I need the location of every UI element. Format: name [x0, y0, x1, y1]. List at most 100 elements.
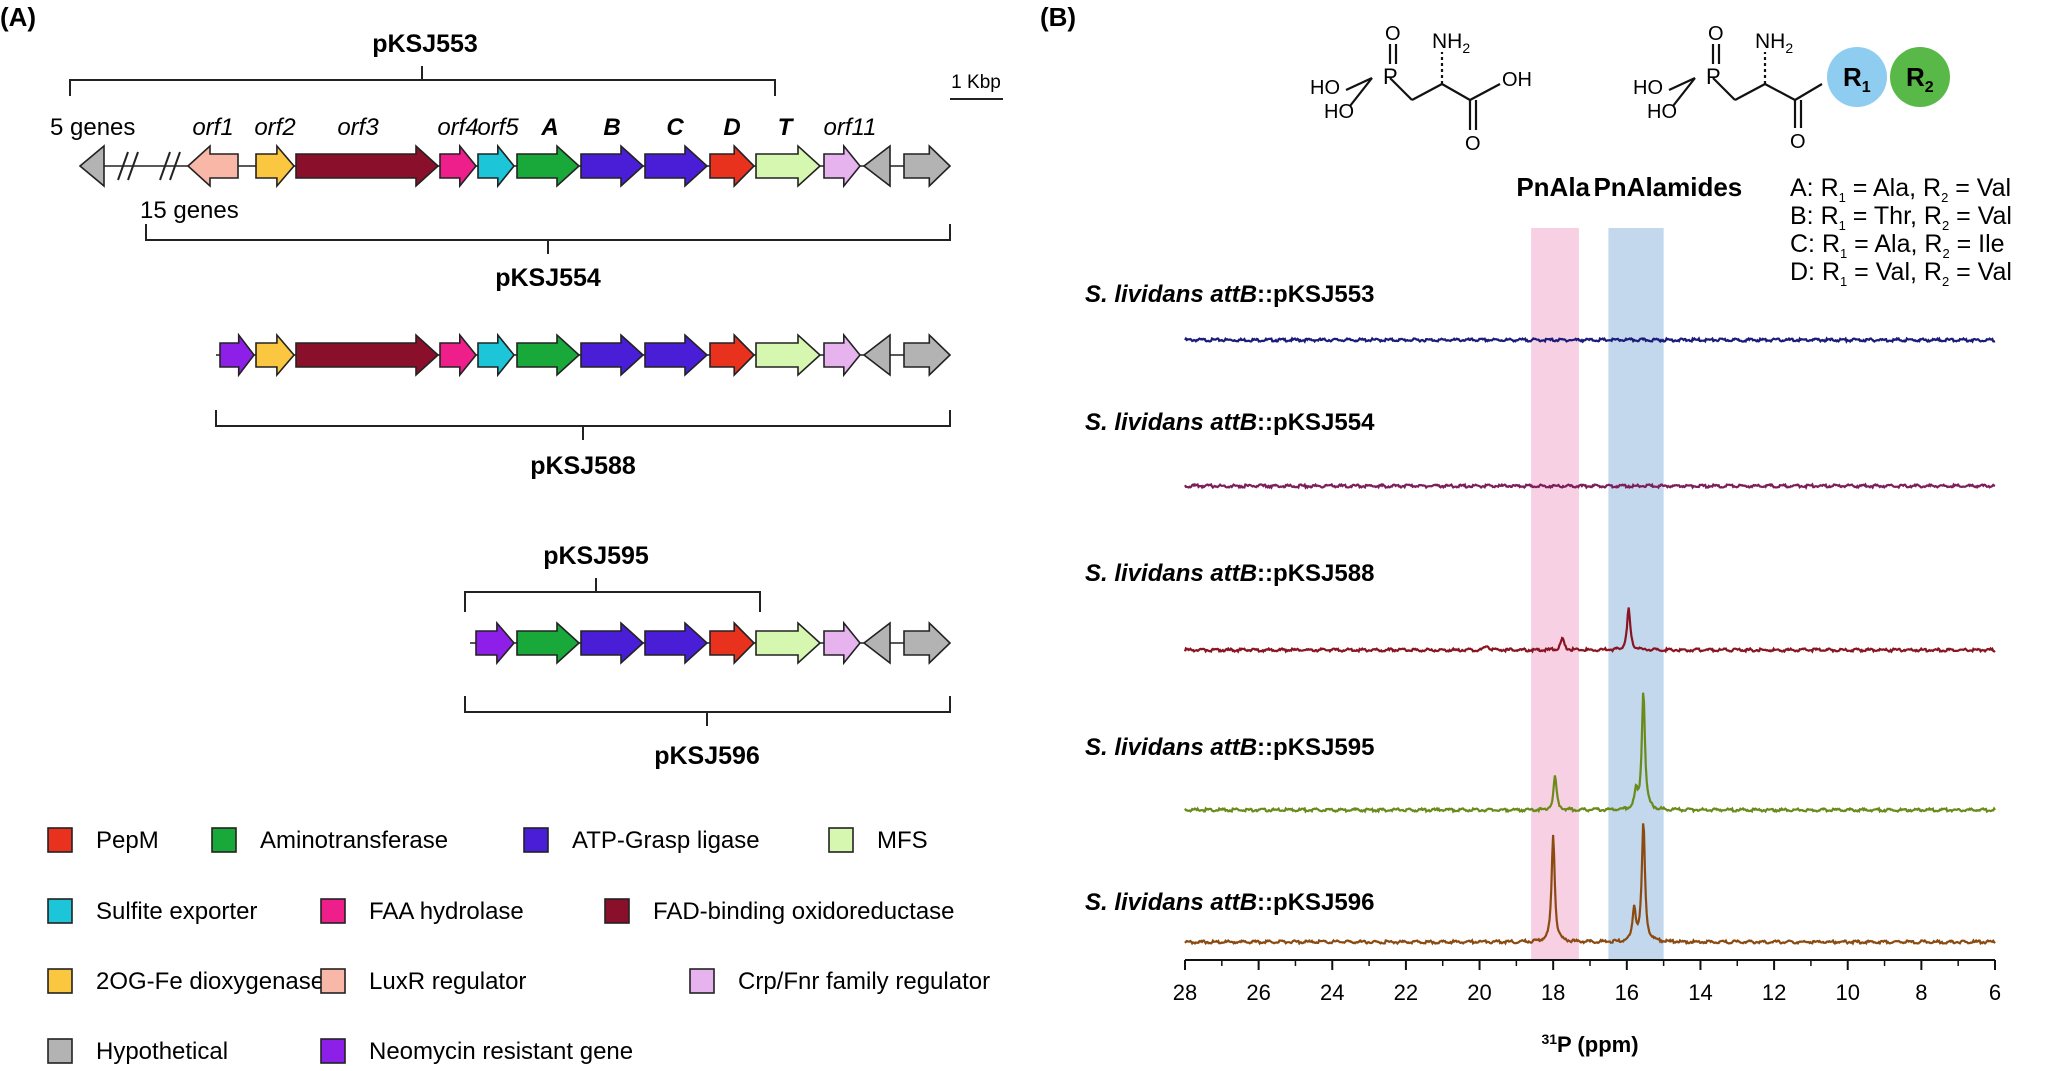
- legend-swatch-og: [47, 968, 73, 994]
- spectrum-label-pKSJ554: S. lividans attB::pKSJ554: [1085, 409, 1375, 436]
- bracket-pksj595: [464, 578, 761, 612]
- pnala-o: O: [1385, 23, 1401, 45]
- break-mark: [159, 151, 171, 181]
- pnalamide-ho2: HO: [1647, 101, 1677, 123]
- hypothetical-gene: [862, 144, 891, 188]
- gene-b: [580, 144, 645, 188]
- gene-neo: [475, 620, 516, 666]
- legend-swatch-crp: [689, 968, 715, 994]
- legend-label-neo: Neomycin resistant gene: [369, 1038, 633, 1065]
- r-definition: C: R1 = Ala, R2 = Ile: [1790, 230, 2005, 261]
- legend-label-mfs: MFS: [877, 827, 928, 854]
- legend-label-luxr: LuxR regulator: [369, 968, 526, 995]
- gene-faa: [439, 332, 478, 378]
- structure-pnala: [1345, 44, 1501, 130]
- gene-atp: [580, 333, 645, 377]
- hypothetical-gene-right: [903, 621, 952, 665]
- x-tick-label: 24: [1320, 980, 1344, 1005]
- legend-label-og: 2OG-Fe dioxygenase: [96, 968, 324, 995]
- break-mark: [117, 151, 129, 181]
- legend-swatch-sulf: [47, 898, 73, 924]
- pnala-p: P: [1383, 64, 1398, 89]
- x-tick-label: 26: [1246, 980, 1270, 1005]
- legend-swatch-atp: [523, 827, 549, 853]
- break-mark: [169, 151, 181, 181]
- gene-fad: [295, 333, 440, 377]
- pnalamide-o2: O: [1790, 131, 1806, 153]
- gene-og: [255, 332, 296, 378]
- orf-label: C: [666, 114, 684, 141]
- gene-orf4: [439, 143, 478, 189]
- x-tick-label: 18: [1541, 980, 1565, 1005]
- pnala-nh2: NH2: [1432, 30, 1470, 56]
- pnala-ho1: HO: [1310, 77, 1340, 99]
- gene-orf2: [255, 143, 296, 189]
- hypothetical-gene-right: [903, 333, 952, 377]
- x-tick-label: 8: [1915, 980, 1927, 1005]
- pnala-o2: O: [1465, 133, 1481, 155]
- orf-label: orf5: [477, 114, 519, 141]
- orf-label: D: [723, 114, 740, 141]
- legend-swatch-fad: [604, 898, 630, 924]
- x-tick-label: 16: [1615, 980, 1639, 1005]
- x-tick-label: 10: [1835, 980, 1859, 1005]
- legend-swatch-at: [211, 827, 237, 853]
- x-tick-label: 6: [1989, 980, 2001, 1005]
- orf-label: A: [540, 114, 558, 141]
- r1-label: R1: [1843, 62, 1871, 96]
- r2-label: R2: [1906, 62, 1934, 96]
- gene-pepm: [709, 333, 756, 377]
- spectrum-label-pKSJ553: S. lividans attB::pKSJ553: [1085, 281, 1374, 308]
- legend-swatch-neo: [320, 1038, 346, 1064]
- gene-mfs: [755, 333, 822, 377]
- construct-pksj595-label: pKSJ595: [543, 542, 649, 570]
- x-tick-label: 14: [1688, 980, 1712, 1005]
- spectrum-label-pKSJ588: S. lividans attB::pKSJ588: [1085, 560, 1374, 587]
- x-axis-label: 31P (ppm): [1541, 1031, 1638, 1057]
- r-definition: D: R1 = Val, R2 = Val: [1790, 258, 2012, 289]
- gene-row-pksj588: [216, 332, 952, 378]
- r2-circle: [1890, 47, 1950, 107]
- hypothetical-gene: [862, 621, 891, 665]
- x-tick-label: 22: [1394, 980, 1418, 1005]
- pnalamide-p: P: [1706, 64, 1721, 89]
- x-tick-label: 28: [1173, 980, 1197, 1005]
- spectrum-label-pKSJ595: S. lividans attB::pKSJ595: [1085, 734, 1374, 761]
- gene-row-pksj596: [470, 620, 952, 666]
- legend-label-atp: ATP-Grasp ligase: [572, 827, 760, 854]
- spectrum-trace-pKSJ595: [1184, 692, 1996, 814]
- spectrum-trace-pKSJ596: [1184, 823, 1996, 946]
- legend-label-sulf: Sulfite exporter: [96, 898, 257, 925]
- orf-label: orf4: [437, 114, 478, 141]
- gene-atp: [644, 621, 709, 665]
- bracket-pksj553: [69, 66, 776, 96]
- construct-pksj554-label: pKSJ554: [495, 264, 601, 292]
- gene-atp: [644, 333, 709, 377]
- gene-t: [755, 144, 822, 188]
- gene-at: [516, 621, 581, 665]
- band-label-pnalamides: PnAlamides: [1593, 172, 1742, 202]
- pnala-oh: OH: [1502, 69, 1532, 91]
- hypothetical-gene-right: [903, 144, 952, 188]
- spectrum-trace-pKSJ588: [1183, 607, 1996, 654]
- r1-circle: [1827, 47, 1887, 107]
- gene-orf5: [477, 143, 516, 189]
- structure-pnalamides: [1668, 44, 1823, 128]
- legend-label-crp: Crp/Fnr family regulator: [738, 968, 990, 995]
- band-pnalamides: [1608, 228, 1664, 960]
- r-definition: B: R1 = Thr, R2 = Val: [1790, 202, 2012, 233]
- r-definition: A: R1 = Ala, R2 = Val: [1790, 174, 2011, 205]
- gene-orf1: [186, 144, 239, 188]
- legend-label-hyp: Hypothetical: [96, 1038, 228, 1065]
- gene-orf11: [823, 143, 862, 189]
- genes-5-label: 5 genes: [50, 114, 135, 141]
- gene-atp: [580, 621, 645, 665]
- orf-label: orf11: [824, 114, 877, 141]
- gene-sulf: [477, 332, 516, 378]
- bracket-pksj554: [145, 224, 951, 254]
- legend-label-faa: FAA hydrolase: [369, 898, 524, 925]
- orf-label: orf3: [337, 114, 379, 141]
